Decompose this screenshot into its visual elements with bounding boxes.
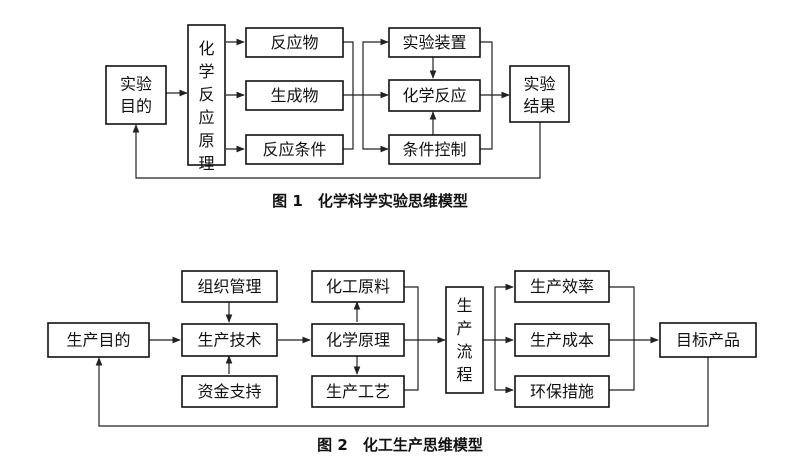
vertical-char: 原 (198, 131, 214, 150)
figure-1-edges (132, 38, 541, 179)
vertical-char: 反 (198, 85, 214, 104)
node-product: 生成物 (245, 80, 344, 111)
edge-left-merge-outer (404, 286, 419, 391)
vertical-char: 生 (456, 296, 472, 315)
figure-2: 生产目的 组织管理 生产技术 资金支持 化工原料 化学原理 生产工艺 生 (47, 270, 757, 454)
node-result-label-line1: 实验 (523, 75, 555, 94)
edge-branch-control (362, 95, 389, 153)
node-fund: 资金支持 (181, 375, 278, 408)
node-purpose-label-line2: 目的 (120, 97, 152, 116)
vertical-char: 产 (456, 319, 472, 338)
edge-feedback-1 (132, 122, 541, 179)
node-result-label-line2: 结果 (523, 97, 555, 116)
vertical-char: 学 (198, 62, 214, 81)
node-chem: 化学原理 (311, 323, 405, 357)
vertical-char: 理 (198, 154, 214, 173)
node-eco: 环保措施 (514, 375, 610, 408)
figure-1: 实验 目的 化学反应原理 反应物 生成物 反应条件 实验装置 化学反应 (105, 24, 570, 210)
node-product-label: 生成物 (270, 86, 318, 105)
node-tech-label: 生产技术 (197, 331, 261, 350)
node-goal: 生产目的 (47, 322, 150, 358)
node-tech: 生产技术 (181, 323, 278, 357)
vertical-char: 流 (456, 342, 472, 361)
node-efficiency-label: 生产效率 (530, 277, 594, 296)
figure-2-caption: 图 2 化工生产思维模型 (317, 436, 483, 454)
node-control: 条件控制 (388, 134, 481, 165)
node-apparatus: 实验装置 (388, 27, 481, 58)
node-flow: 生产流程 (445, 286, 484, 394)
node-chem-label: 化学原理 (326, 331, 390, 350)
node-reaction: 化学反应 (388, 79, 481, 112)
node-org-label: 组织管理 (197, 277, 261, 296)
figure-1-caption: 图 1 化学科学实验思维模型 (272, 192, 468, 210)
edge-flow-efficiency (494, 283, 514, 340)
vertical-char: 化 (198, 39, 214, 58)
node-cost-label: 生产成本 (530, 331, 594, 350)
node-reaction-label: 化学反应 (402, 86, 466, 105)
node-condition: 反应条件 (245, 134, 344, 165)
figure-2-edges (95, 283, 709, 427)
node-raw-label: 化工原料 (326, 277, 390, 296)
edge-feedback-2 (95, 356, 709, 427)
vertical-char: 应 (198, 108, 214, 127)
node-craft-label: 生产工艺 (326, 382, 390, 401)
node-efficiency: 生产效率 (514, 270, 610, 303)
edge-branch-apparatus (362, 38, 389, 95)
node-craft: 生产工艺 (311, 375, 405, 408)
node-eco-label: 环保措施 (530, 382, 594, 401)
node-fund-label: 资金支持 (197, 382, 261, 401)
node-principle-label: 化学反应原理 (198, 39, 214, 173)
node-reactant: 反应物 (245, 27, 344, 58)
node-goal-label: 生产目的 (66, 331, 130, 350)
node-target-label: 目标产品 (676, 331, 740, 350)
node-reactant-label: 反应物 (270, 33, 318, 52)
node-cost: 生产成本 (514, 323, 610, 357)
edge-right-merge-outer-2 (609, 286, 635, 391)
node-target: 目标产品 (659, 322, 757, 358)
node-condition-label: 反应条件 (262, 140, 326, 159)
node-apparatus-label: 实验装置 (402, 33, 466, 52)
node-purpose: 实验 目的 (105, 65, 167, 125)
vertical-char: 程 (456, 365, 472, 384)
node-principle: 化学反应原理 (187, 24, 226, 173)
node-org: 组织管理 (181, 270, 278, 303)
node-raw: 化工原料 (311, 270, 405, 303)
node-flow-label: 生产流程 (456, 296, 472, 384)
edge-flow-eco (494, 340, 514, 394)
node-control-label: 条件控制 (402, 140, 466, 159)
node-result: 实验 结果 (509, 65, 570, 123)
node-purpose-label-line1: 实验 (120, 75, 152, 94)
